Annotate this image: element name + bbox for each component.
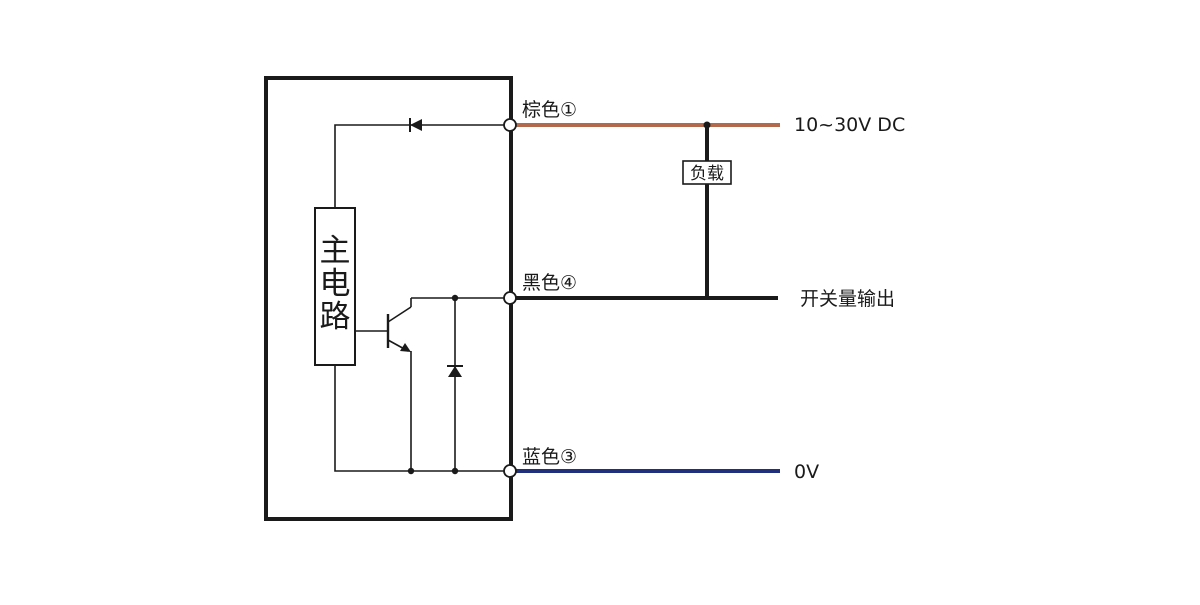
terminal-label-blue: 蓝色③: [522, 446, 577, 468]
main-circuit-char-3: 路: [320, 299, 351, 335]
terminal-blue: [503, 464, 517, 478]
internal-supply-wire: [334, 124, 510, 208]
junction-dot: [703, 121, 711, 129]
main-circuit-char-1: 主: [320, 233, 351, 269]
junction-dot: [451, 467, 459, 475]
internal-ground-wire: [334, 365, 510, 472]
output-label-ground: 0V: [794, 461, 819, 483]
output-label-supply: 10~30V DC: [794, 114, 905, 136]
terminal-label-brown: 棕色①: [522, 99, 577, 121]
main-circuit-char-2: 电: [320, 266, 351, 302]
load-box: [682, 160, 732, 185]
transistor-icon: [355, 298, 412, 471]
supply-diode-icon: [409, 118, 422, 132]
terminal-black: [503, 291, 517, 305]
terminal-brown: [503, 118, 517, 132]
junction-dot: [407, 467, 415, 475]
terminal-label-black: 黑色④: [522, 272, 577, 294]
load-label: 负载: [690, 164, 724, 184]
output-label-switch: 开关量输出: [800, 288, 895, 310]
protection-diode-icon: [447, 365, 463, 377]
junction-dot: [451, 294, 459, 302]
